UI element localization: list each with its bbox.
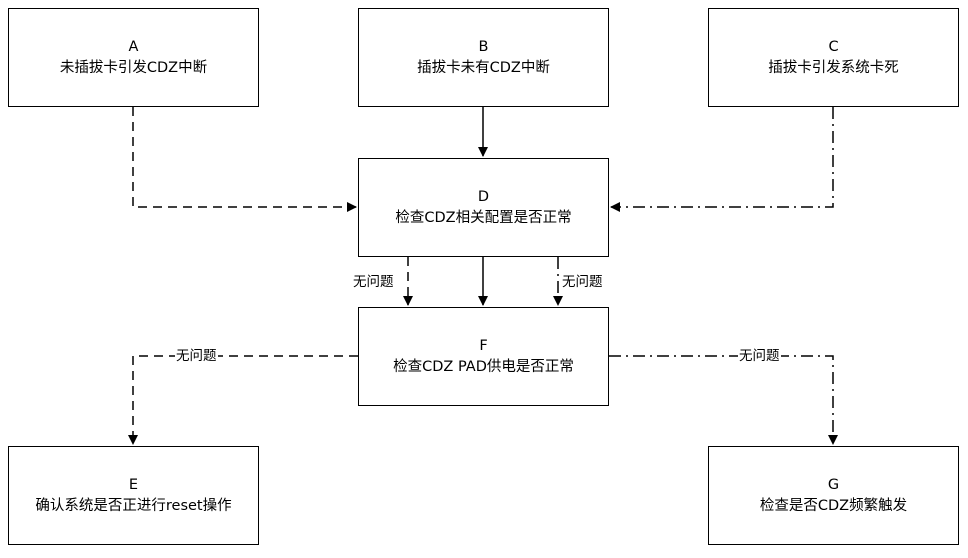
edge-c-to-d bbox=[610, 107, 834, 212]
node-a: A 未插拔卡引发CDZ中断 bbox=[8, 8, 259, 107]
edge-label-d-f-right: 无问题 bbox=[561, 273, 604, 291]
edge-label-f-e: 无问题 bbox=[175, 347, 218, 365]
node-b-id: B bbox=[478, 38, 489, 55]
node-d-id: D bbox=[477, 188, 490, 205]
node-a-text: 未插拔卡引发CDZ中断 bbox=[59, 59, 208, 76]
edge-f-to-g bbox=[609, 355, 838, 445]
node-e-text: 确认系统是否正进行reset操作 bbox=[35, 497, 232, 514]
node-g-id: G bbox=[827, 476, 840, 493]
node-g-text: 检查是否CDZ频繁触发 bbox=[759, 497, 908, 514]
edge-f-to-e bbox=[128, 355, 358, 445]
edge-label-d-f-left: 无问题 bbox=[352, 273, 395, 291]
node-b-text: 插拔卡未有CDZ中断 bbox=[417, 59, 550, 76]
node-f-id: F bbox=[479, 337, 488, 354]
node-c: C 插拔卡引发系统卡死 bbox=[708, 8, 959, 107]
node-b: B 插拔卡未有CDZ中断 bbox=[358, 8, 609, 107]
node-d-text: 检查CDZ相关配置是否正常 bbox=[395, 209, 572, 226]
node-c-id: C bbox=[828, 38, 839, 55]
node-d: D 检查CDZ相关配置是否正常 bbox=[358, 158, 609, 257]
node-a-id: A bbox=[128, 38, 139, 55]
node-f-text: 检查CDZ PAD供电是否正常 bbox=[393, 358, 574, 375]
node-e: E 确认系统是否正进行reset操作 bbox=[8, 446, 259, 545]
node-f: F 检查CDZ PAD供电是否正常 bbox=[358, 307, 609, 406]
edge-a-to-d bbox=[132, 107, 357, 212]
node-g: G 检查是否CDZ频繁触发 bbox=[708, 446, 959, 545]
node-c-text: 插拔卡引发系统卡死 bbox=[768, 59, 899, 76]
edge-label-f-g: 无问题 bbox=[738, 347, 781, 365]
node-e-id: E bbox=[128, 476, 139, 493]
